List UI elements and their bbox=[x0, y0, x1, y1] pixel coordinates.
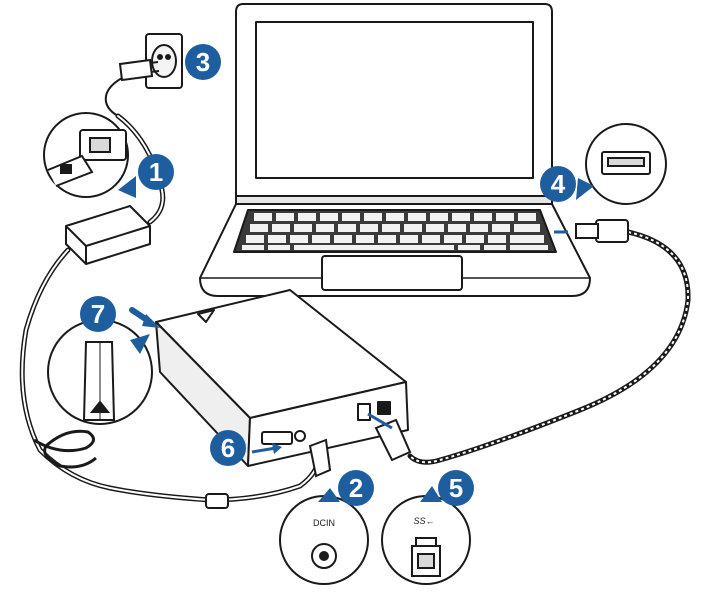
power-adapter-icon bbox=[65, 205, 151, 265]
step-badge-3: 3 bbox=[185, 44, 221, 80]
usb-b-arrow bbox=[367, 412, 393, 430]
external-optical-drive-icon bbox=[155, 289, 409, 467]
svg-text:1: 1 bbox=[149, 157, 163, 187]
cable-coil bbox=[33, 429, 97, 469]
callout-pointer bbox=[420, 486, 442, 502]
dc-in-label: DCIN bbox=[313, 518, 335, 528]
step-badge-1: 1 bbox=[138, 154, 174, 190]
svg-text:3: 3 bbox=[196, 47, 210, 77]
arrow-icon bbox=[251, 446, 277, 454]
wall-outlet-icon bbox=[145, 33, 183, 89]
step-badge-4: 4 bbox=[540, 166, 576, 202]
svg-text:6: 6 bbox=[221, 433, 235, 463]
dc-plug bbox=[308, 438, 332, 478]
adapter-plug-inset bbox=[43, 112, 129, 198]
dc-in-port-icon bbox=[279, 495, 369, 585]
callout-pointer bbox=[130, 334, 150, 354]
svg-text:7: 7 bbox=[91, 299, 105, 329]
keyboard-keys bbox=[242, 213, 548, 250]
svg-text:2: 2 bbox=[349, 473, 363, 503]
usb-b-plug bbox=[374, 418, 412, 462]
step-badge-6: 6 bbox=[210, 430, 246, 466]
callout-pointer bbox=[576, 178, 594, 200]
usb3-b-port-icon bbox=[381, 495, 471, 585]
step-badge-7: 7 bbox=[80, 296, 116, 332]
step-badge-2: 2 bbox=[338, 470, 374, 506]
svg-text:4: 4 bbox=[551, 169, 566, 199]
ferrite-bead bbox=[205, 493, 229, 509]
step-badge-5: 5 bbox=[438, 470, 474, 506]
callout-pointer bbox=[118, 176, 136, 198]
eject-inset bbox=[47, 319, 153, 425]
svg-text:5: 5 bbox=[449, 473, 463, 503]
usb-a-plug bbox=[575, 219, 629, 243]
usb-a-port-icon bbox=[585, 123, 667, 205]
laptop-icon bbox=[199, 3, 591, 297]
usb-label: SS← bbox=[413, 516, 434, 526]
power-plug-icon bbox=[104, 58, 160, 117]
eject-icon bbox=[89, 400, 111, 413]
callout-pointer bbox=[318, 488, 340, 502]
